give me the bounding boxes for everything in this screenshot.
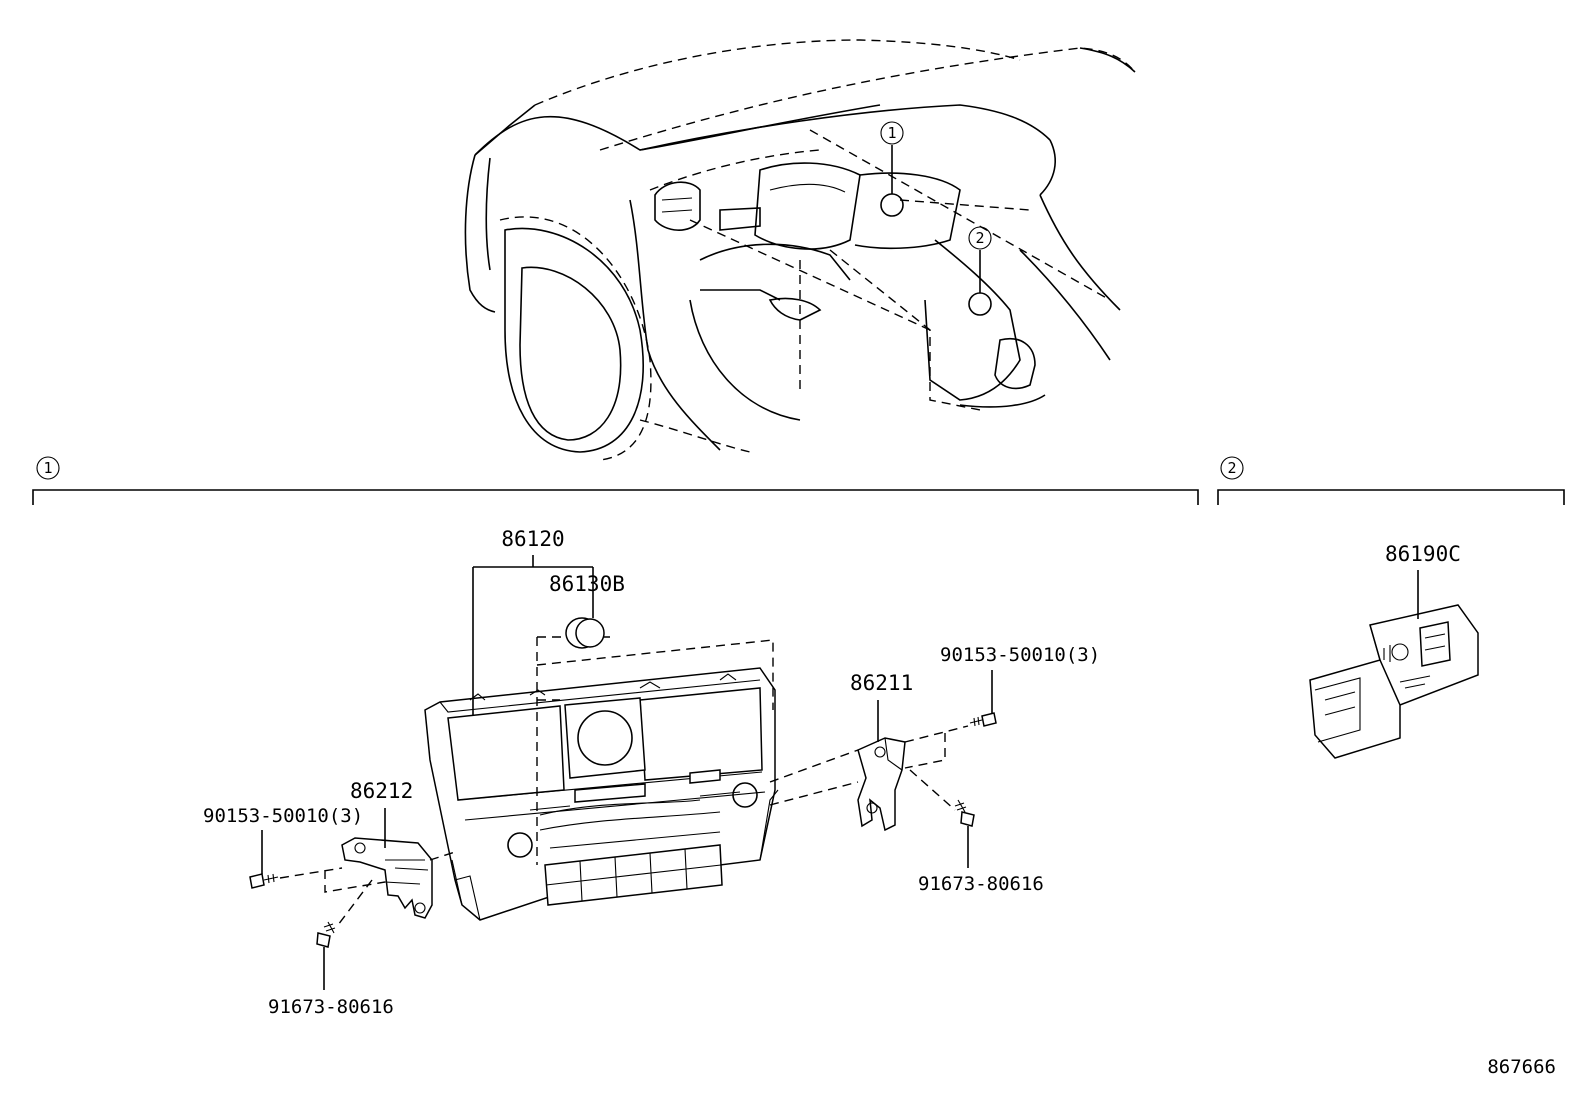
bracket-86212 [341, 837, 433, 919]
section-2-bracket [1217, 489, 1565, 505]
part-label-86130b: 86130B [549, 572, 625, 596]
assembly-guide-box [536, 636, 774, 865]
part-label-86211: 86211 [850, 671, 913, 695]
bolt-right-90153 [969, 712, 997, 727]
svg-text:2: 2 [1227, 459, 1236, 477]
diagram-id: 867666 [1487, 1056, 1556, 1078]
control-panel-86120 [424, 667, 779, 921]
bolt-left-90153 [249, 873, 279, 889]
knob-86130b [565, 617, 605, 649]
part-label-90153-left: 90153-50010(3) [203, 805, 363, 827]
part-label-90153-right: 90153-50010(3) [940, 644, 1100, 666]
svg-text:1: 1 [43, 459, 52, 477]
bracket-86211 [857, 737, 906, 832]
svg-text:2: 2 [975, 229, 984, 247]
usb-unit-86190c [1309, 604, 1479, 759]
svg-text:1: 1 [887, 124, 896, 142]
part-label-86120: 86120 [501, 527, 564, 551]
section-1-bracket [32, 489, 1199, 505]
vehicle-dashboard-illustration [464, 39, 1136, 461]
section-2-marker: 2 [1220, 456, 1244, 480]
callout-1: 1 [880, 121, 904, 145]
part-label-86190c: 86190C [1385, 542, 1461, 566]
screw-right-91673 [954, 799, 975, 827]
part-label-91673-left: 91673-80616 [268, 996, 394, 1018]
callout-2: 2 [968, 226, 992, 250]
part-label-86212: 86212 [350, 779, 413, 803]
section-1-marker: 1 [36, 456, 60, 480]
screw-left-91673 [316, 921, 336, 948]
part-label-91673-right: 91673-80616 [918, 873, 1044, 895]
leader-86120 [472, 555, 594, 715]
